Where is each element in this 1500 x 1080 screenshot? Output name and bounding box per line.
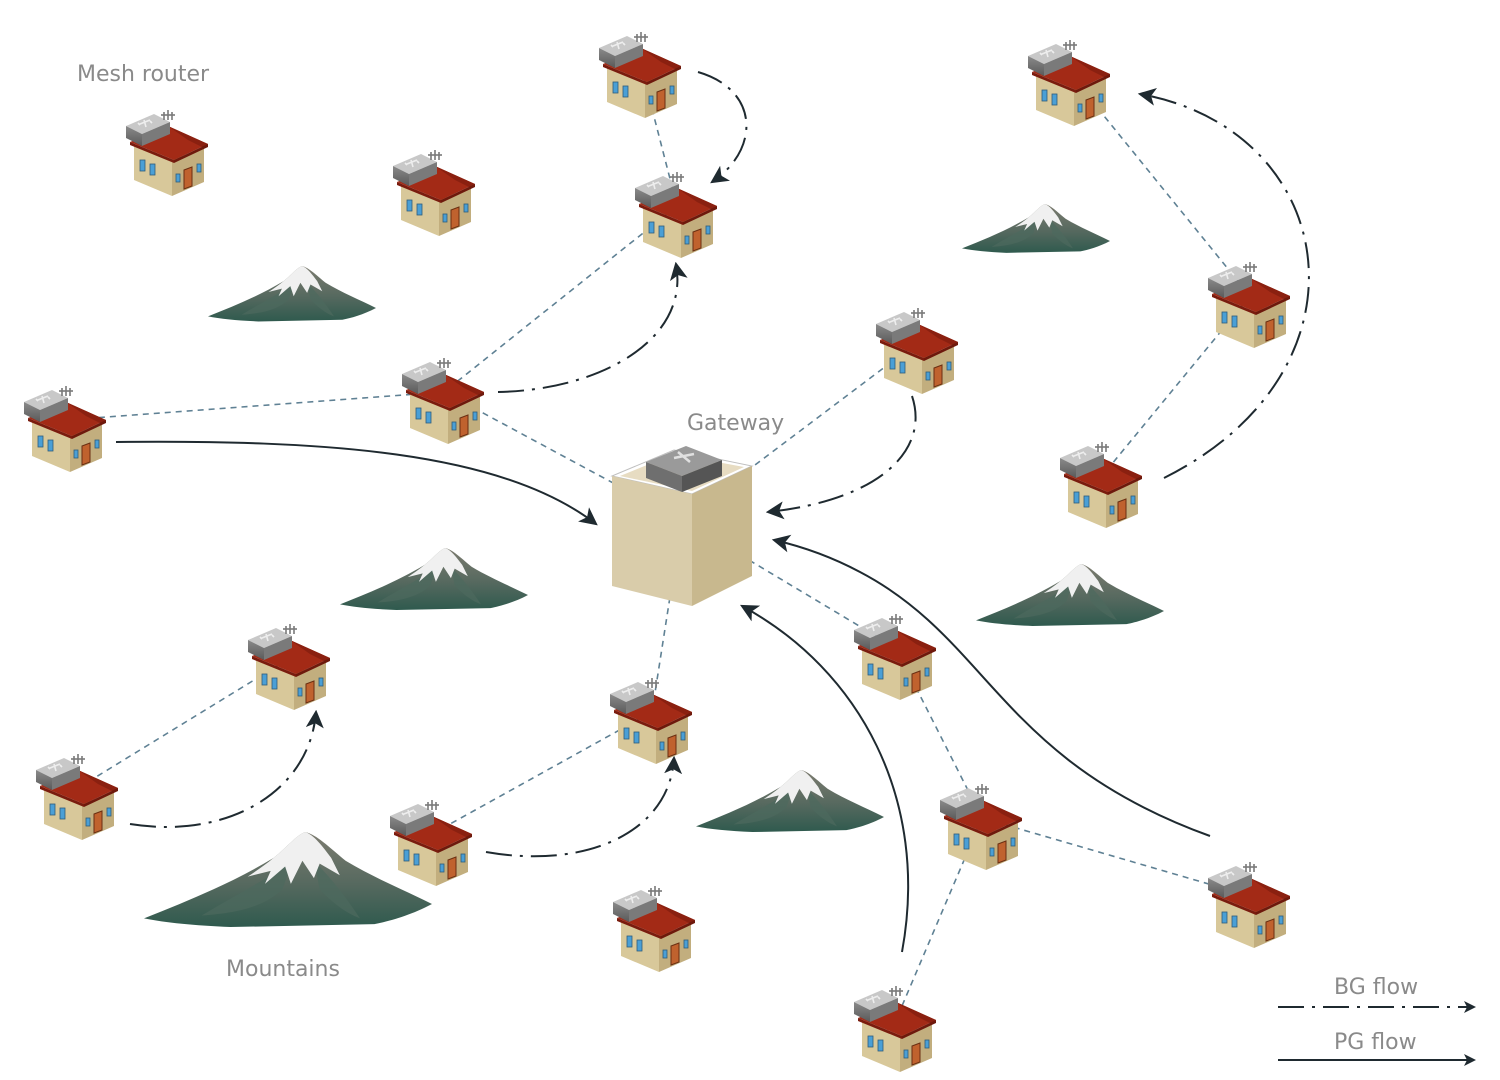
mesh-router-house-icon-r13[interactable]	[389, 799, 473, 887]
mountain-icon	[962, 204, 1110, 253]
mesh-router-house-icon-r8[interactable]	[1207, 261, 1291, 349]
bg-flow-r2-r3	[697, 71, 748, 184]
bg-flow-r12-r11	[129, 709, 324, 828]
mesh-router-house-icon-r3[interactable]	[634, 171, 718, 259]
mesh-router-house-icon-r16[interactable]	[853, 613, 937, 701]
mountains-label: Mountains	[226, 957, 340, 982]
legend	[1278, 1001, 1476, 1066]
pg-flow-r18-gateway	[771, 534, 1211, 837]
mesh-router-house-icon-r10[interactable]	[1059, 441, 1143, 529]
mesh-router-house-icon-r17[interactable]	[939, 783, 1023, 871]
mountain-icon	[340, 548, 528, 611]
bg-flow-r9-gateway	[765, 395, 917, 520]
bg-flow-r13-r14	[485, 755, 683, 858]
gateway-label: Gateway	[687, 411, 785, 436]
gateway-building-icon[interactable]	[610, 444, 754, 608]
mesh-router-house-icon-r18[interactable]	[1207, 861, 1291, 949]
mesh-router-label: Mesh router	[77, 62, 210, 87]
mountain-icon	[976, 564, 1164, 627]
legend-pg-flow-label: PG flow	[1334, 1030, 1417, 1055]
link-r11-r12	[77, 657, 291, 789]
flow-arrows	[115, 71, 1310, 953]
mountain-icon	[208, 266, 376, 322]
mesh-router-house-icon-r4[interactable]	[392, 149, 476, 237]
mesh-router-house-icon-r15[interactable]	[612, 885, 696, 973]
bg-flow-r6-r3	[497, 261, 688, 393]
pg-flow-r19-gateway	[740, 604, 910, 953]
mesh-router-house-icon-r14[interactable]	[609, 677, 693, 765]
link-r3-r6	[443, 205, 678, 393]
mountain-icon	[696, 770, 884, 833]
bg-flow-r10-r7	[1137, 87, 1310, 479]
pg-flow-r5-gateway	[115, 440, 598, 526]
mountain-icon	[144, 832, 432, 928]
mesh-router-house-icon-r5[interactable]	[23, 385, 107, 473]
legend-bg-flow-label: BG flow	[1334, 975, 1419, 1000]
mesh-router-house-icon-r1[interactable]	[125, 109, 209, 197]
link-r16-gateway	[681, 519, 897, 649]
mesh-router-house-icon-r7[interactable]	[1027, 39, 1111, 127]
mesh-router-house-icon-r12[interactable]	[35, 753, 119, 841]
link-r5-r6	[65, 391, 445, 421]
mesh-router-house-icon-r11[interactable]	[247, 623, 331, 711]
link-r13-r14	[431, 711, 653, 835]
mesh-router-house-icon-r2[interactable]	[598, 31, 682, 119]
mesh-router-house-icon-r19[interactable]	[853, 985, 937, 1073]
mesh-router-house-icon-r6[interactable]	[401, 357, 485, 445]
link-r17-r18	[981, 817, 1251, 897]
mesh-router-house-icon-r9[interactable]	[875, 307, 959, 395]
